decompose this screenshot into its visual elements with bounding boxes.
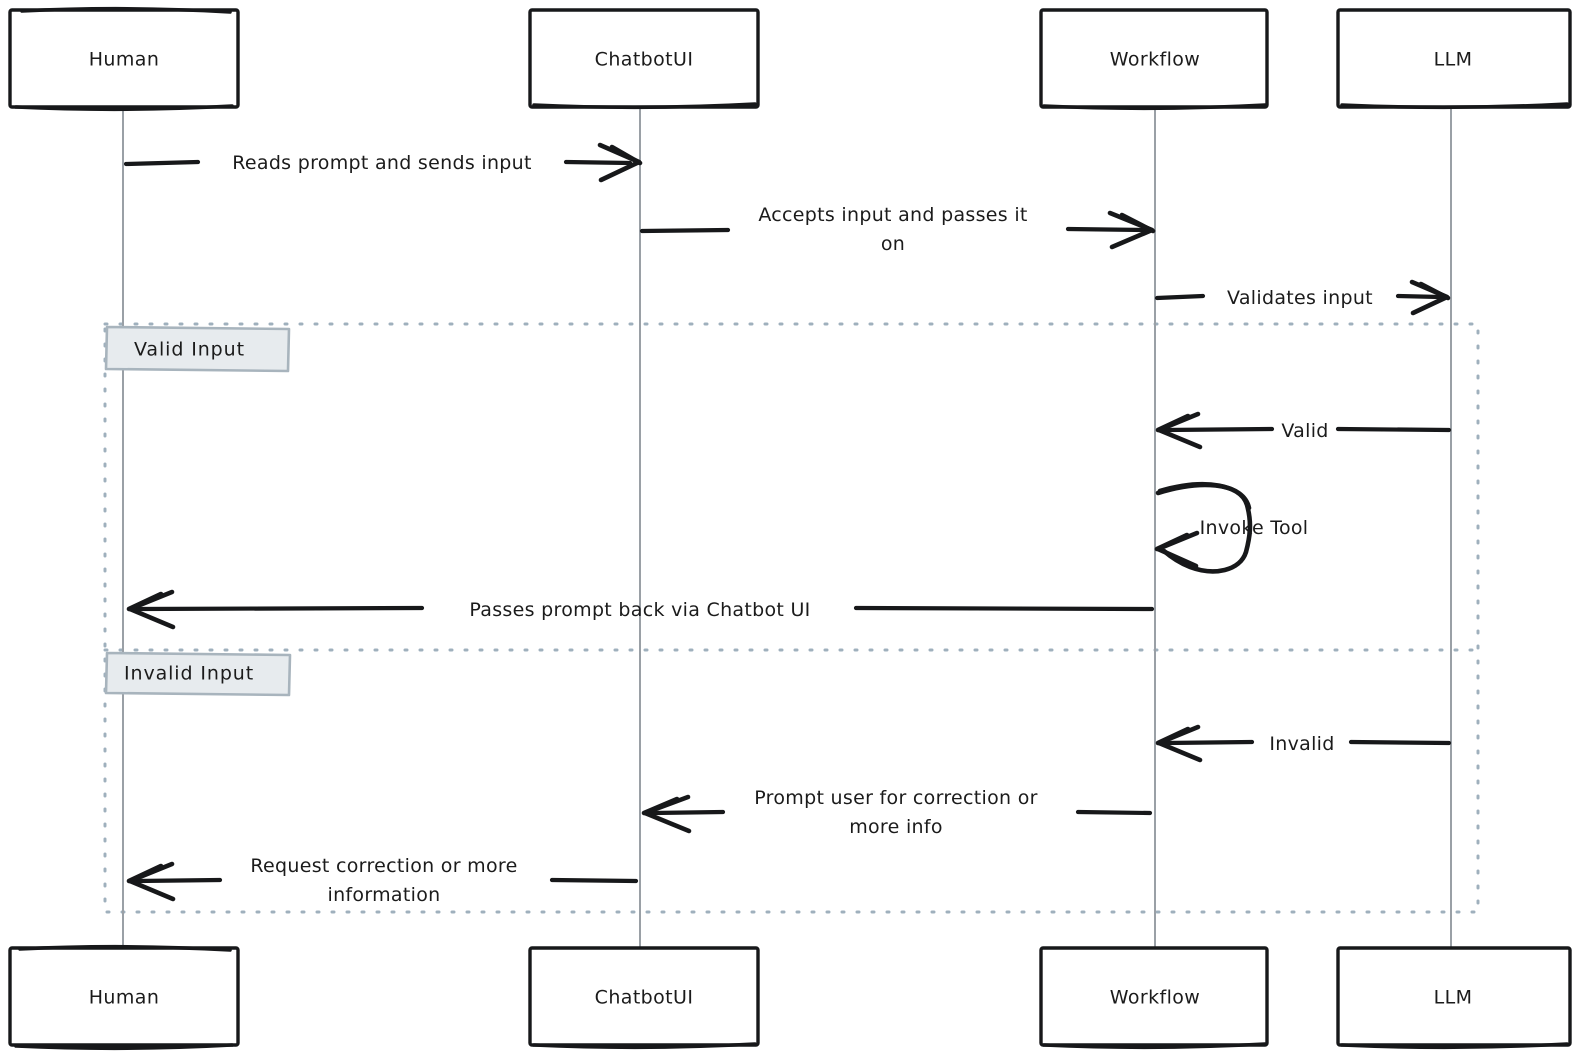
fragment-outer-border <box>103 322 1480 914</box>
message-prompt-user-for-correction[interactable]: Prompt user for correction or more info <box>641 787 1153 838</box>
message-validates-input[interactable]: Validates input <box>1154 279 1451 316</box>
participant-llm-top[interactable]: LLM <box>1336 8 1572 110</box>
participant-boxes-bottom[interactable]: Human ChatbotUI Workflow LLM <box>8 944 1572 1051</box>
message-label: Passes prompt back via Chatbot UI <box>469 599 810 621</box>
participant-label: Human <box>89 49 160 71</box>
message-label-line2: information <box>328 884 441 906</box>
message-invoke-tool-self-loop[interactable]: Invoke Tool <box>1154 482 1309 574</box>
message-label: Invalid <box>1269 733 1334 755</box>
participant-human-bottom[interactable]: Human <box>8 944 240 1051</box>
message-reads-prompt-and-sends-input[interactable]: Reads prompt and sends input <box>123 142 643 183</box>
lifelines <box>122 107 1452 948</box>
message-label: Invoke Tool <box>1200 517 1309 539</box>
fragment-group <box>103 322 1480 914</box>
message-label: Validates input <box>1227 287 1373 309</box>
message-passes-prompt-back-via-chatbot-ui[interactable]: Passes prompt back via Chatbot UI <box>126 589 1155 630</box>
participant-workflow-top[interactable]: Workflow <box>1039 8 1269 111</box>
fragment-tag-invalid-input[interactable]: Invalid Input <box>104 651 292 697</box>
message-label: Reads prompt and sends input <box>232 152 532 174</box>
fragment-tag-label: Invalid Input <box>124 663 254 685</box>
participant-label: LLM <box>1434 49 1473 71</box>
participant-human-top[interactable]: Human <box>8 6 240 112</box>
participant-label: Workflow <box>1110 49 1200 71</box>
participant-label: Human <box>89 987 160 1009</box>
message-request-correction-or-more-information[interactable]: Request correction or more information <box>126 855 639 906</box>
message-label: Valid <box>1281 420 1328 442</box>
participant-chatbot-bottom[interactable]: ChatbotUI <box>528 946 760 1050</box>
message-invalid[interactable]: Invalid <box>1155 724 1452 763</box>
message-label-line2: on <box>881 233 905 255</box>
participant-chatbot-top[interactable]: ChatbotUI <box>528 8 760 110</box>
participant-llm-bottom[interactable]: LLM <box>1336 946 1572 1050</box>
fragment-tag-label: Valid Input <box>134 339 245 361</box>
participant-workflow-bottom[interactable]: Workflow <box>1039 946 1269 1050</box>
participant-label: ChatbotUI <box>595 49 694 71</box>
participant-boxes-top[interactable]: Human ChatbotUI Workflow LLM <box>8 6 1572 112</box>
fragment-tag-valid-input[interactable]: Valid Input <box>104 325 291 373</box>
message-label-line2: more info <box>849 816 943 838</box>
message-label-line1: Prompt user for correction or <box>754 787 1038 809</box>
participant-label: ChatbotUI <box>595 987 694 1009</box>
message-label-line1: Accepts input and passes it <box>758 204 1027 226</box>
message-valid[interactable]: Valid <box>1155 411 1452 450</box>
message-accepts-input-and-passes-it-on[interactable]: Accepts input and passes it on <box>639 204 1156 255</box>
participant-label: LLM <box>1434 987 1473 1009</box>
message-label-line1: Request correction or more <box>250 855 517 877</box>
participant-label: Workflow <box>1110 987 1200 1009</box>
